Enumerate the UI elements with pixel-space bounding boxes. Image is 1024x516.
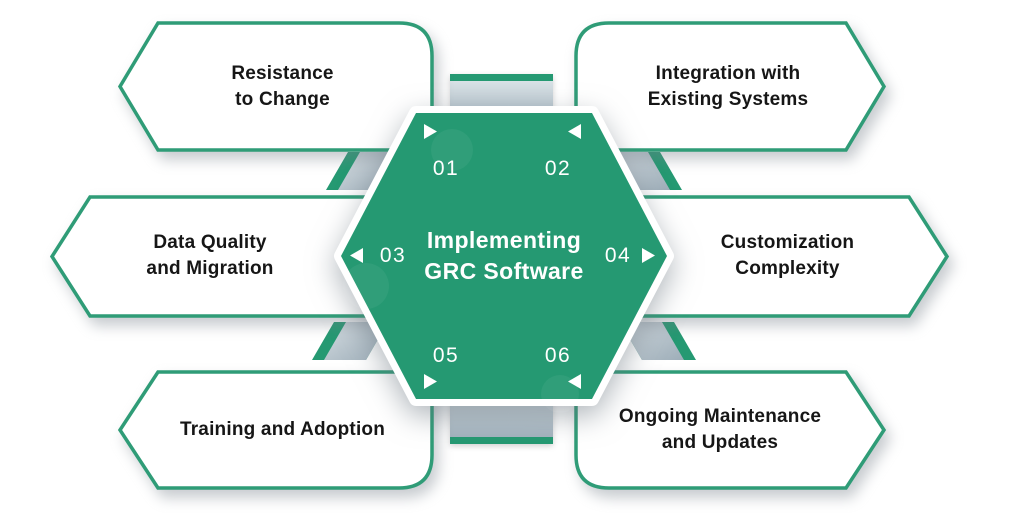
banner-label-06: Ongoing Maintenance and Updates bbox=[580, 374, 860, 485]
banner-label-05: Training and Adoption bbox=[140, 374, 425, 485]
step-number-02: 02 bbox=[544, 157, 572, 180]
hexagon bbox=[334, 106, 674, 413]
top-connector-cap bbox=[450, 74, 553, 81]
step-number-03: 03 bbox=[379, 244, 407, 267]
banner-label-04: Customization Complexity bbox=[635, 199, 940, 313]
arrow-right-icon-05 bbox=[424, 374, 437, 389]
hexagon-title-line1: Implementing bbox=[426, 227, 582, 253]
arrow-right-icon-04 bbox=[642, 248, 655, 263]
bottom-connector-cap bbox=[450, 437, 553, 444]
banner-label-03-line2: and Migration bbox=[146, 258, 274, 279]
banner-label-04-line2: Complexity bbox=[735, 258, 840, 279]
banner-label-03: Data Quality and Migration bbox=[80, 199, 340, 313]
banner-label-02: Integration with Existing Systems bbox=[580, 27, 876, 147]
fold-bottom-left bbox=[312, 322, 388, 360]
fold-bottom-right bbox=[620, 322, 696, 360]
banner-label-06-line1: Ongoing Maintenance bbox=[618, 405, 822, 427]
arrow-left-icon-06 bbox=[568, 374, 581, 389]
banner-label-01-line1: Resistance bbox=[231, 63, 334, 84]
arrow-right-icon-01 bbox=[424, 124, 437, 139]
step-number-05: 05 bbox=[432, 344, 460, 367]
arrow-left-icon-03 bbox=[350, 248, 363, 263]
arrow-left-icon-02 bbox=[568, 124, 581, 139]
step-number-01: 01 bbox=[432, 157, 460, 180]
banner-label-06-line2: and Updates bbox=[661, 431, 779, 453]
banner-label-02-line2: Existing Systems bbox=[647, 89, 809, 110]
banner-label-02-line1: Integration with bbox=[655, 63, 801, 84]
banner-label-03-line1: Data Quality bbox=[153, 232, 267, 253]
banner-label-05-line1: Training and Adoption bbox=[179, 418, 386, 440]
banner-label-01: Resistance to Change bbox=[140, 27, 425, 147]
step-number-04: 04 bbox=[604, 244, 632, 267]
hexagon-title-line2: GRC Software bbox=[424, 258, 584, 284]
banner-label-01-line2: to Change bbox=[235, 89, 330, 110]
hexagon-body bbox=[341, 113, 667, 399]
banner-label-04-line1: Customization bbox=[720, 232, 855, 253]
hexagon-title: Implementing GRC Software bbox=[394, 160, 614, 352]
step-number-06: 06 bbox=[544, 344, 572, 367]
